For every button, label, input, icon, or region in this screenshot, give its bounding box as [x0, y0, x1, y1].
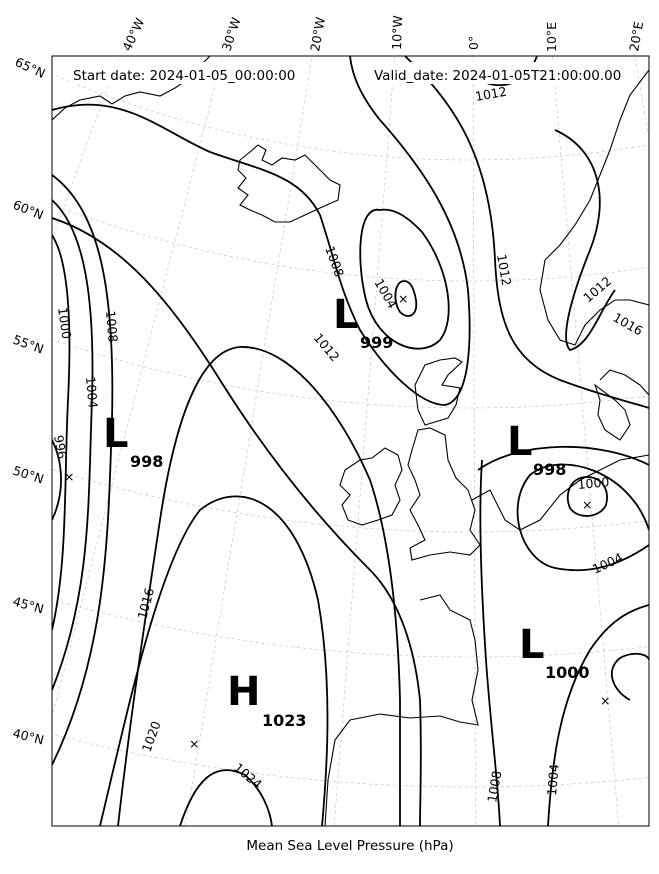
lat-label: 45°N [11, 593, 45, 616]
contour-label: 1012 [474, 84, 508, 104]
center-marker: × [582, 497, 592, 512]
coastline-scandinavia [539, 69, 649, 396]
isobar-1004-east [516, 463, 649, 572]
lon-label: 30°W [219, 15, 244, 52]
contour-label: 1016 [611, 310, 646, 339]
contour-label: 1024 [231, 760, 265, 792]
isobar-1016 [117, 346, 401, 826]
low-symbol: L [507, 419, 533, 465]
contour-label: 1004 [83, 376, 101, 409]
start-date-bg [68, 62, 308, 84]
contour-label: 1000 [577, 474, 610, 492]
lon-label: 20°W [307, 16, 328, 53]
lat-label: 65°N [13, 54, 48, 81]
isobar-1004-low [359, 208, 450, 350]
isobar-1012-scandinavia [554, 129, 616, 351]
lat-label: 55°N [11, 332, 46, 357]
center-marker: × [189, 736, 199, 751]
latitude-line [52, 204, 649, 281]
contour-label: 996 [51, 434, 70, 460]
lat-label: 40°N [11, 725, 45, 747]
coastline-iceland [237, 144, 341, 223]
center-marker: × [64, 469, 74, 484]
contour-labels: 1012 1008 1004 1012 1012 1012 1016 1000 … [51, 84, 646, 804]
valid-date: Valid_date: 2024-01-05T21:00:00.00 [374, 68, 621, 84]
valid-date-bg [370, 62, 636, 84]
isobar-1004-west [52, 199, 94, 691]
coastline-great-britain [407, 427, 481, 561]
low-symbol: L [519, 622, 545, 668]
latitude-line [52, 599, 649, 657]
isobars [52, 56, 649, 826]
lon-label: 10°E [544, 22, 559, 52]
coastline-ireland [339, 447, 403, 526]
isobar-996 [52, 439, 62, 521]
isobar-1000-south [610, 652, 649, 701]
contour-label: 1008 [322, 244, 347, 279]
longitude-line [52, 56, 224, 719]
coastline-denmark [593, 383, 631, 441]
lon-label: 20°E [626, 20, 646, 52]
lon-label: 10°W [389, 15, 405, 50]
start-date: Start date: 2024-01-05_00:00:00 [73, 68, 295, 84]
isobar-1000-east [477, 445, 649, 471]
lon-label: 40°W [119, 16, 147, 54]
coastline-scotland [414, 357, 463, 426]
contour-label: 1000 [55, 306, 74, 340]
isobar-1004-south [547, 604, 649, 826]
contour-label: 1012 [494, 253, 514, 287]
low-value: 999 [360, 333, 393, 352]
lat-label: 50°N [11, 463, 46, 487]
isobar-1008-south [479, 459, 501, 826]
pressure-centers: L 999 L 998 L 998 L 1000 H 1023 × × × × … [64, 291, 610, 751]
coastline-europe [324, 454, 649, 826]
isobar-1008-north [52, 56, 471, 406]
lon-label: 0° [466, 36, 481, 50]
center-marker: × [600, 693, 610, 708]
center-marker: × [398, 291, 408, 306]
low-value: 998 [130, 452, 163, 471]
low-symbol: L [103, 411, 129, 457]
contour-label: 1008 [103, 310, 121, 343]
plot-frame [51, 55, 650, 827]
longitude-line [634, 56, 649, 141]
isobar-1000-west [52, 234, 71, 631]
map-caption: Mean Sea Level Pressure (hPa) [246, 838, 453, 854]
isobar-low-core [394, 280, 418, 317]
isobar-1012-west [52, 217, 422, 826]
contour-label: 1004 [544, 763, 562, 796]
contour-label: 1008 [484, 770, 504, 804]
contour-label: 1020 [139, 719, 164, 754]
isobar-1024 [179, 769, 273, 826]
low-symbol: L [333, 292, 359, 338]
isobar-1000-inner [566, 476, 608, 517]
low-value: 1000 [545, 663, 590, 682]
high-symbol: H [227, 669, 260, 715]
low-value: 998 [533, 460, 566, 479]
isobar-1008-west [52, 174, 114, 766]
longitude-line [185, 56, 313, 826]
latitude-labels: 65°N 60°N 55°N 50°N 45°N 40°N [11, 54, 48, 747]
isobar-1020 [99, 495, 329, 826]
high-value: 1023 [262, 711, 307, 730]
longitude-line [472, 56, 476, 826]
longitude-labels: 40°W 30°W 20°W 10°W 0° 10°E 20°E [119, 15, 646, 53]
lat-label: 60°N [11, 197, 46, 223]
isobar-1012-east [404, 56, 649, 409]
